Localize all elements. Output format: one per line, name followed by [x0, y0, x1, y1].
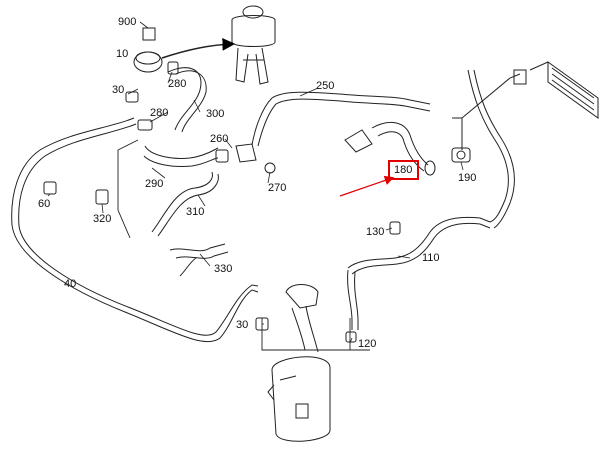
label-60: 60	[38, 198, 51, 210]
label-260: 260	[210, 133, 229, 145]
hose-110	[347, 216, 491, 275]
washer-reservoir	[267, 284, 331, 442]
hose-upper-right	[452, 73, 521, 150]
label-280-lower: 280	[150, 107, 169, 119]
label-130: 130	[366, 226, 385, 238]
label-330: 330	[214, 263, 233, 275]
hose-190	[467, 69, 515, 229]
hose-180	[344, 121, 436, 176]
connector-190	[451, 147, 471, 163]
highlight-arrow	[339, 175, 395, 197]
hose-40	[11, 117, 259, 343]
bracket-lines	[117, 139, 370, 351]
label-290: 290	[145, 178, 164, 190]
label-250: 250	[316, 80, 335, 92]
pump	[133, 27, 236, 73]
label-320: 320	[93, 213, 112, 225]
label-310: 310	[186, 206, 205, 218]
hose-250	[251, 91, 431, 147]
hose-120	[347, 269, 359, 330]
leader-lines	[47, 21, 464, 344]
label-300: 300	[206, 108, 225, 120]
cooler	[513, 61, 599, 119]
label-40: 40	[64, 278, 77, 290]
label-30-upper: 30	[112, 84, 125, 96]
label-900: 900	[118, 16, 137, 28]
label-110: 110	[422, 252, 440, 264]
label-180: 180	[394, 164, 413, 176]
highlight-box-180	[388, 160, 419, 180]
expansion-tank	[231, 5, 276, 85]
label-30-lower: 30	[236, 319, 249, 331]
label-120: 120	[358, 338, 377, 350]
label-10: 10	[116, 48, 129, 60]
label-270: 270	[268, 182, 287, 194]
label-280-upper: 280	[168, 78, 187, 90]
label-190: 190	[458, 172, 477, 184]
